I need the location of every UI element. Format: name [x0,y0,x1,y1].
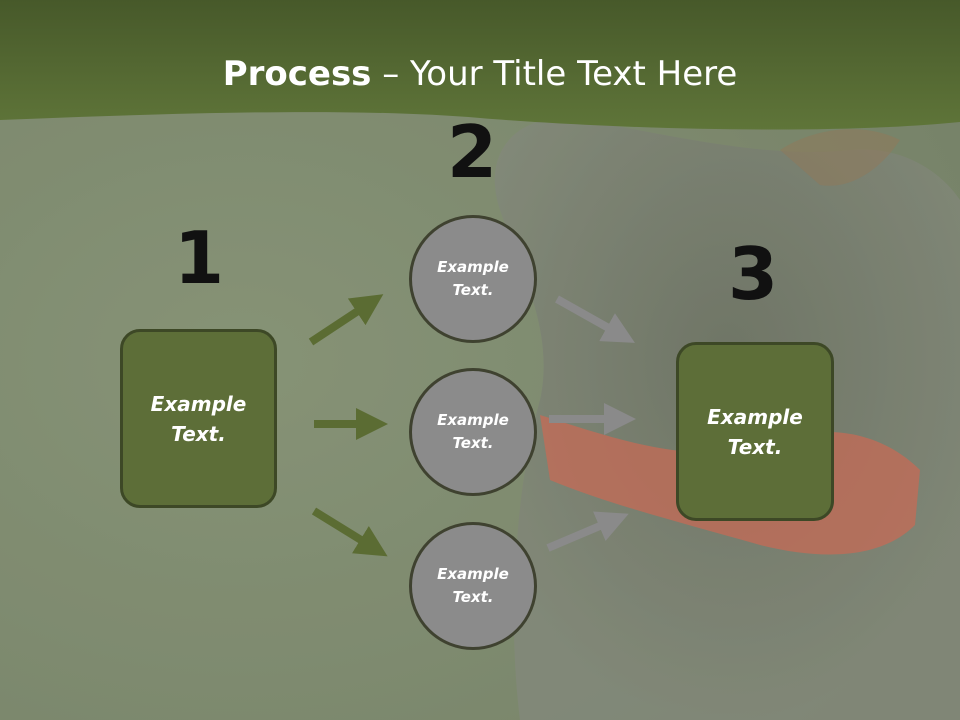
title-rest: – Your Title Text Here [371,54,738,94]
step-number-2: 2 [446,110,498,194]
step-number-3: 3 [727,232,779,316]
step-2-circle-3-text: Example Text. [437,565,509,606]
step-1-text: Example Text. [150,391,247,446]
title-bold: Process [222,54,372,94]
step-2-circle-1: Example Text. [409,215,537,343]
slide-title: Process – Your Title Text Here [0,52,960,96]
step-1-box: Example Text. [120,329,277,508]
step-3-box: Example Text. [676,342,834,521]
step-2-circle-1-text: Example Text. [437,258,509,299]
step-3-text: Example Text. [707,404,803,459]
header-band [0,0,960,130]
step-2-circle-2: Example Text. [409,368,537,496]
step-2-circle-2-text: Example Text. [437,411,509,452]
step-number-1: 1 [173,216,225,300]
step-2-circle-3: Example Text. [409,522,537,650]
